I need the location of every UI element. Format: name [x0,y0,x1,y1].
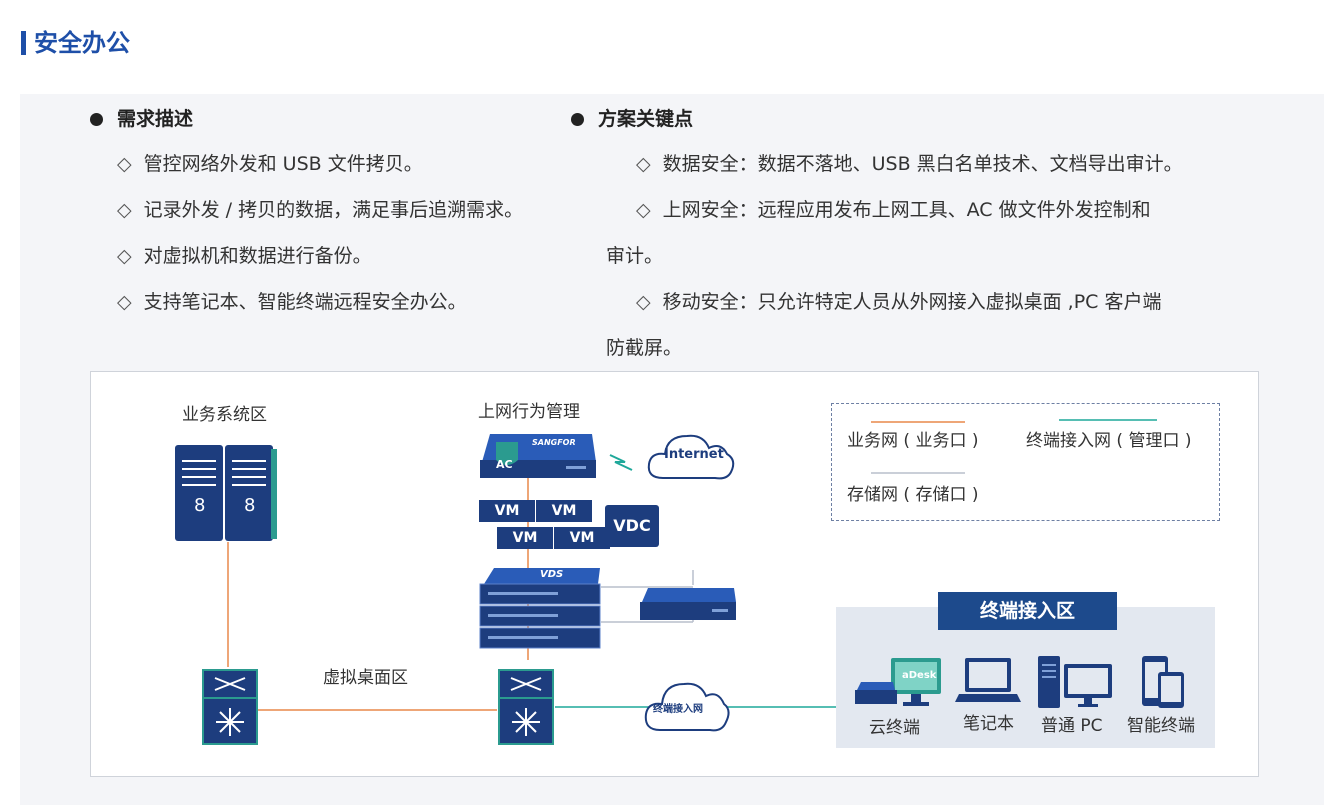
svg-text:8: 8 [244,495,255,516]
bullet-icon [571,113,584,126]
cloud-icon [644,682,730,732]
legend-box [831,403,1220,521]
terminal-net-label: 终端接入网 [653,704,703,715]
keypoint-item: ◇移动安全：只允许特定人员从外网接入虚拟桌面 ,PC 客户端 [636,291,1162,313]
ac-badge: AC [496,458,513,471]
requirement-item: ◇支持笔记本、智能终端远程安全办公。 [117,291,467,313]
legend-terminal-net: 终端接入网 ( 管理口 ) [1026,431,1192,451]
requirement-item: ◇管控网络外发和 USB 文件拷贝。 [117,153,423,175]
storage-device-icon [640,588,736,620]
legend-business-net: 业务网 ( 业务口 ) [847,431,979,451]
laptop-icon [955,658,1021,702]
keypoint-item: ◇数据安全：数据不落地、USB 黑白名单技术、文档导出审计。 [636,153,1183,175]
switch-icon [498,669,554,745]
business-zone-label: 业务系统区 [182,405,267,425]
vm-block: VM [554,527,610,549]
cloud-icon [647,434,735,480]
ac-device-icon [480,434,596,478]
keypoint-item: ◇上网安全：远程应用发布上网工具、AC 做文件外发控制和 [636,199,1151,221]
diamond-icon: ◇ [117,245,132,267]
requirement-item: ◇记录外发 / 拷贝的数据，满足事后追溯需求。 [117,199,524,221]
legend-storage-net: 存储网 ( 存储口 ) [847,485,979,505]
keypoint-item-continued: 审计。 [606,245,664,267]
page-title: 安全办公 [34,29,130,57]
device-label-smart-terminal: 智能终端 [1127,716,1195,736]
vm-block: VM [479,500,535,522]
requirements-heading: 需求描述 [117,108,194,130]
cloud-terminal-icon [855,658,941,706]
diamond-icon: ◇ [117,199,132,221]
legend-swatches [871,419,1157,474]
keypoint-item-continued: 防截屏。 [606,337,683,359]
diamond-icon: ◇ [636,291,651,313]
desktop-zone-label: 虚拟桌面区 [323,668,408,688]
device-label-cloud-terminal: 云终端 [869,718,920,738]
vdc-block: VDC [605,505,659,547]
keypoints-heading: 方案关键点 [598,108,694,130]
desktop-pc-icon [1038,656,1112,708]
server-icon: 8 8 [175,445,277,541]
diamond-icon: ◇ [636,199,651,221]
smart-device-icon [1142,656,1184,708]
svg-text:8: 8 [194,495,205,516]
vm-block: VM [536,500,592,522]
internet-label: Internet [664,447,724,462]
diamond-icon: ◇ [117,153,132,175]
requirement-item: ◇对虚拟机和数据进行备份。 [117,245,372,267]
adesk-label: aDesk [902,670,937,681]
device-label-laptop: 笔记本 [963,714,1014,734]
vds-label: VDS [540,569,564,580]
title-accent-bar [21,31,26,55]
diamond-icon: ◇ [636,153,651,175]
sangfor-logo: SANGFOR [532,438,576,447]
switch-icon [202,669,258,745]
bullet-icon [90,113,103,126]
device-label-pc: 普通 PC [1041,716,1103,736]
vds-server-stack-icon [479,568,601,649]
diamond-icon: ◇ [117,291,132,313]
vm-block: VM [497,527,553,549]
ac-zone-label: 上网行为管理 [478,402,580,422]
terminal-zone-title: 终端接入区 [938,592,1117,630]
